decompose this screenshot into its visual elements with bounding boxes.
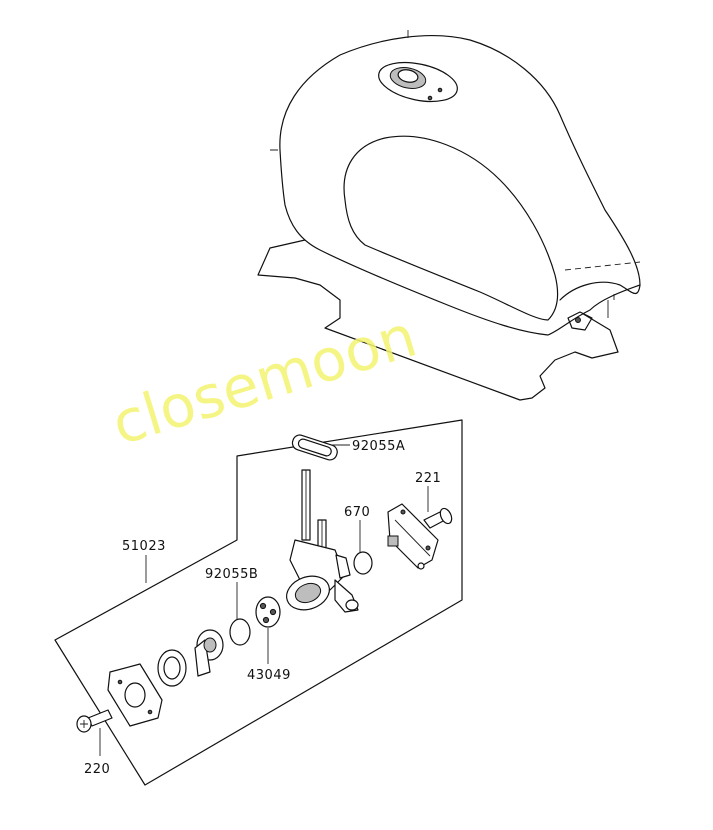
fuel-tap-valve xyxy=(286,469,359,613)
screw-221 xyxy=(423,507,453,529)
fuel-tank xyxy=(257,30,641,401)
watermark-text: closemoon xyxy=(104,302,424,459)
label-670: 670 xyxy=(344,505,370,520)
tank-knee-recess xyxy=(343,135,559,321)
tank-hidden-line xyxy=(564,261,641,271)
lever xyxy=(194,629,224,677)
label-92055a: 92055A xyxy=(352,439,405,454)
seal-43049 xyxy=(255,596,281,628)
leader-lines xyxy=(99,444,429,756)
cover-plate-221 xyxy=(387,503,439,570)
tank-cap-screw xyxy=(437,87,443,93)
spring-washer xyxy=(157,649,187,687)
tank-center-marks xyxy=(270,30,409,151)
front-plate xyxy=(107,663,163,727)
assembly-boundary xyxy=(54,419,463,786)
tank-bracket-hole xyxy=(575,317,581,323)
o-ring-92055b xyxy=(229,618,251,646)
tank-marks xyxy=(607,294,615,318)
label-221: 221 xyxy=(415,471,441,486)
label-220: 220 xyxy=(84,762,110,777)
o-ring-670 xyxy=(353,551,373,575)
tank-rear-bracket xyxy=(567,311,593,331)
label-92055b: 92055B xyxy=(205,567,258,582)
tank-rear-tunnel xyxy=(559,281,641,301)
label-43049: 43049 xyxy=(247,668,291,683)
screw-220 xyxy=(76,709,113,733)
gasket-92055a xyxy=(291,434,338,461)
tank-cap-screw xyxy=(427,95,433,101)
label-51023: 51023 xyxy=(122,539,166,554)
tank-filler-cap-center xyxy=(397,69,419,83)
